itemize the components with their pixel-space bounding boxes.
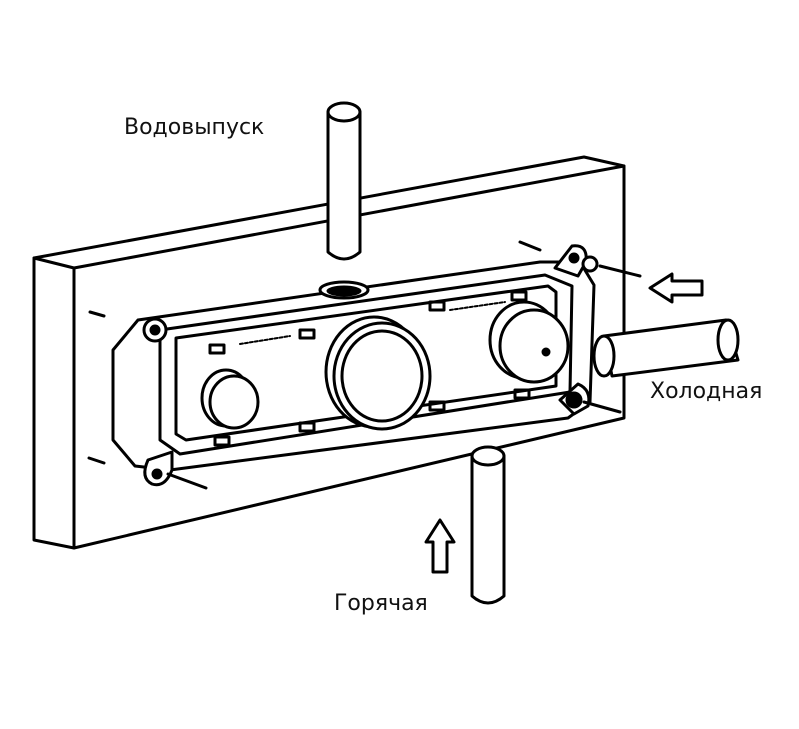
hot-pipe	[470, 445, 506, 605]
label-cold-water: Холодная	[650, 379, 763, 404]
arrow-left-icon	[648, 272, 704, 304]
arrow-up-icon	[424, 518, 456, 574]
outlet-pipe	[326, 101, 362, 261]
mixer-body	[111, 260, 596, 472]
cold-pipe	[592, 318, 740, 378]
label-outlet: Водовыпуск	[124, 115, 265, 140]
label-hot-water: Горячая	[334, 591, 428, 616]
board-screw-marks	[87, 240, 542, 465]
mounting-lugs	[142, 244, 642, 490]
